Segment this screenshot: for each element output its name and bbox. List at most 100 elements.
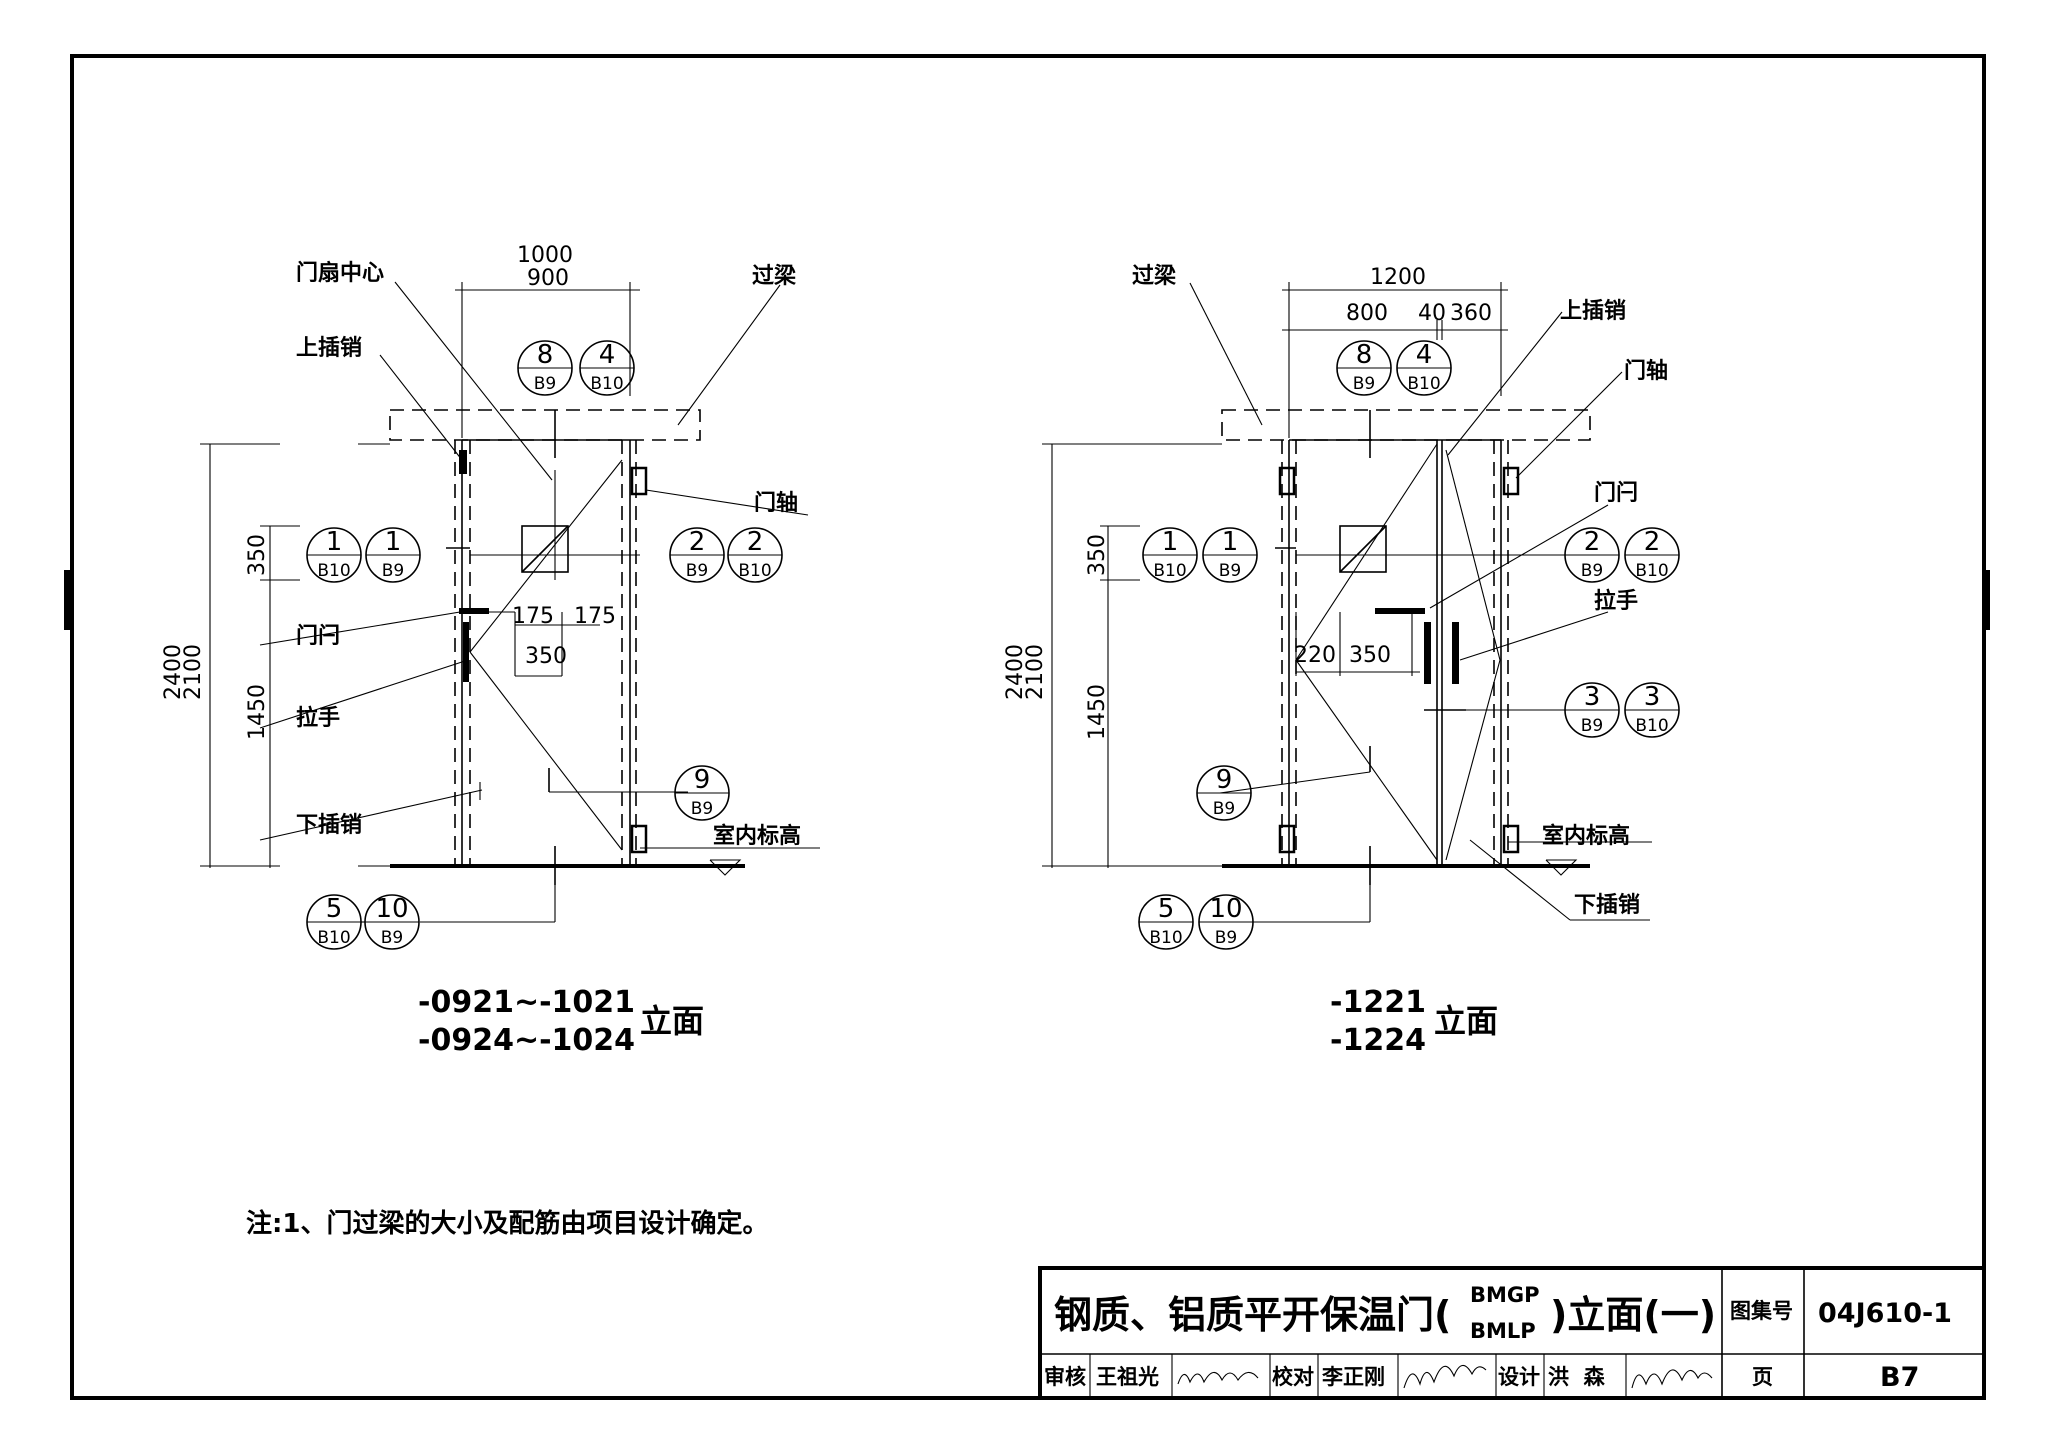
detail-symbol: 2 B10 (727, 527, 783, 583)
svg-text:B9: B9 (381, 928, 403, 948)
svg-text:B10: B10 (1407, 374, 1440, 394)
swing-line (1295, 443, 1438, 661)
handle-mark (463, 622, 469, 682)
svg-text:5: 5 (326, 894, 343, 924)
page-label: 页 (1752, 1365, 1773, 1389)
svg-text:1: 1 (385, 527, 402, 557)
detail-symbol: 1 B9 (365, 527, 421, 583)
caption-line1: -0921~-1021 (418, 985, 635, 1020)
label-latch: 门闩 (296, 623, 340, 649)
detail-symbol: 9 B9 (1196, 765, 1252, 821)
sheet-border (70, 54, 1986, 1400)
inner-dimension: 175 175 350 (512, 604, 616, 677)
caption-suffix: 立面 (1434, 1002, 1498, 1040)
latch-mark (1375, 608, 1425, 614)
handle-mark (1424, 622, 1431, 684)
svg-text:4: 4 (599, 340, 616, 370)
leader-lines (259, 281, 820, 876)
dim-1200: 1200 (1370, 265, 1426, 290)
left-elevation: 175 175 350 1000 900 2400 2100 350 1450 (161, 243, 820, 1058)
top-bolt-mark (459, 450, 467, 474)
pivot-hardware (630, 824, 648, 854)
svg-text:8: 8 (537, 340, 554, 370)
svg-text:2: 2 (689, 527, 706, 557)
label-floor-level: 室内标高 (1542, 823, 1630, 849)
svg-text:4: 4 (1416, 340, 1433, 370)
label-lintel: 过梁 (752, 264, 796, 289)
width-dimension: 1000 900 (455, 243, 640, 438)
label-lintel: 过梁 (1132, 264, 1176, 289)
svg-text:B10: B10 (317, 928, 350, 948)
detail-symbol: 5 B10 (306, 894, 362, 950)
svg-text:B9: B9 (1215, 928, 1237, 948)
handle-mark (1452, 622, 1459, 684)
bolt-hardware (1278, 824, 1296, 854)
dim-2400: 2400 (161, 644, 186, 700)
svg-text:1: 1 (326, 527, 343, 557)
atlas-value: 04J610-1 (1818, 1298, 1952, 1329)
detail-symbol: 2 B10 (1624, 527, 1680, 583)
svg-text:B10: B10 (317, 561, 350, 581)
svg-text:8: 8 (1356, 340, 1373, 370)
detail-symbol: 1 B10 (306, 527, 362, 583)
label-latch: 门闩 (1594, 480, 1638, 506)
dim-2100: 2100 (181, 644, 206, 700)
svg-text:B10: B10 (738, 561, 771, 581)
svg-text:B9: B9 (1353, 374, 1375, 394)
svg-text:B9: B9 (691, 799, 713, 819)
vision-panel (521, 525, 569, 573)
dim-220: 220 (1294, 643, 1336, 668)
check-label: 校对 (1272, 1365, 1314, 1389)
svg-text:2: 2 (1644, 527, 1661, 557)
caption-line2: -1224 (1330, 1023, 1426, 1058)
svg-text:10: 10 (375, 894, 408, 924)
svg-text:B9: B9 (1219, 561, 1241, 581)
dim-1450: 1450 (245, 684, 270, 740)
atlas-label: 图集号 (1730, 1299, 1793, 1323)
label-leaf-center: 门扇中心 (296, 260, 384, 286)
detail-symbol: 3 B10 (1624, 682, 1680, 738)
label-top-bolt: 上插销 (1560, 299, 1626, 324)
page-value: B7 (1880, 1362, 1919, 1393)
svg-text:1: 1 (1162, 527, 1179, 557)
swing-line (469, 459, 623, 653)
label-pivot: 门轴 (754, 490, 798, 516)
label-floor-level: 室内标高 (713, 823, 801, 849)
dim-40: 40 (1418, 301, 1446, 326)
leader-lines (1189, 282, 1652, 921)
title-prefix: 钢质、铝质平开保温门( (1054, 1293, 1451, 1337)
dim-width-a: 1000 (517, 243, 573, 268)
svg-text:B10: B10 (1149, 928, 1182, 948)
svg-text:B10: B10 (1635, 716, 1668, 736)
svg-text:B9: B9 (1213, 799, 1235, 819)
title-code-bottom: BMLP (1470, 1319, 1536, 1343)
svg-text:2: 2 (1584, 527, 1601, 557)
svg-text:9: 9 (694, 765, 711, 795)
svg-text:B9: B9 (1581, 561, 1603, 581)
door-frame (454, 439, 637, 866)
swing-line (1295, 659, 1438, 861)
svg-text:B9: B9 (686, 561, 708, 581)
svg-text:B10: B10 (1153, 561, 1186, 581)
designer-name: 洪 森 (1548, 1365, 1606, 1389)
svg-text:B9: B9 (534, 374, 556, 394)
swing-line (1445, 659, 1501, 861)
svg-text:B9: B9 (1581, 716, 1603, 736)
dim-350-inner: 350 (1349, 643, 1391, 668)
svg-text:3: 3 (1584, 682, 1601, 712)
review-label: 审核 (1044, 1365, 1086, 1389)
dim-350: 350 (245, 534, 270, 576)
detail-symbol: 1 B10 (1142, 527, 1198, 583)
detail-symbol: 3 B9 (1564, 682, 1620, 738)
dim-800: 800 (1346, 301, 1388, 326)
label-pivot: 门轴 (1624, 358, 1668, 384)
caption-suffix: 立面 (640, 1002, 704, 1040)
lintel (389, 409, 701, 441)
bolt-hardware (1278, 466, 1296, 496)
design-label: 设计 (1498, 1365, 1540, 1389)
reviewer-signature (1177, 1371, 1259, 1385)
detail-symbol: 5 B10 (1138, 894, 1194, 950)
label-handle: 拉手 (1594, 588, 1638, 614)
label-bottom-bolt: 下插销 (1574, 893, 1640, 918)
dim-2400: 2400 (1003, 644, 1028, 700)
